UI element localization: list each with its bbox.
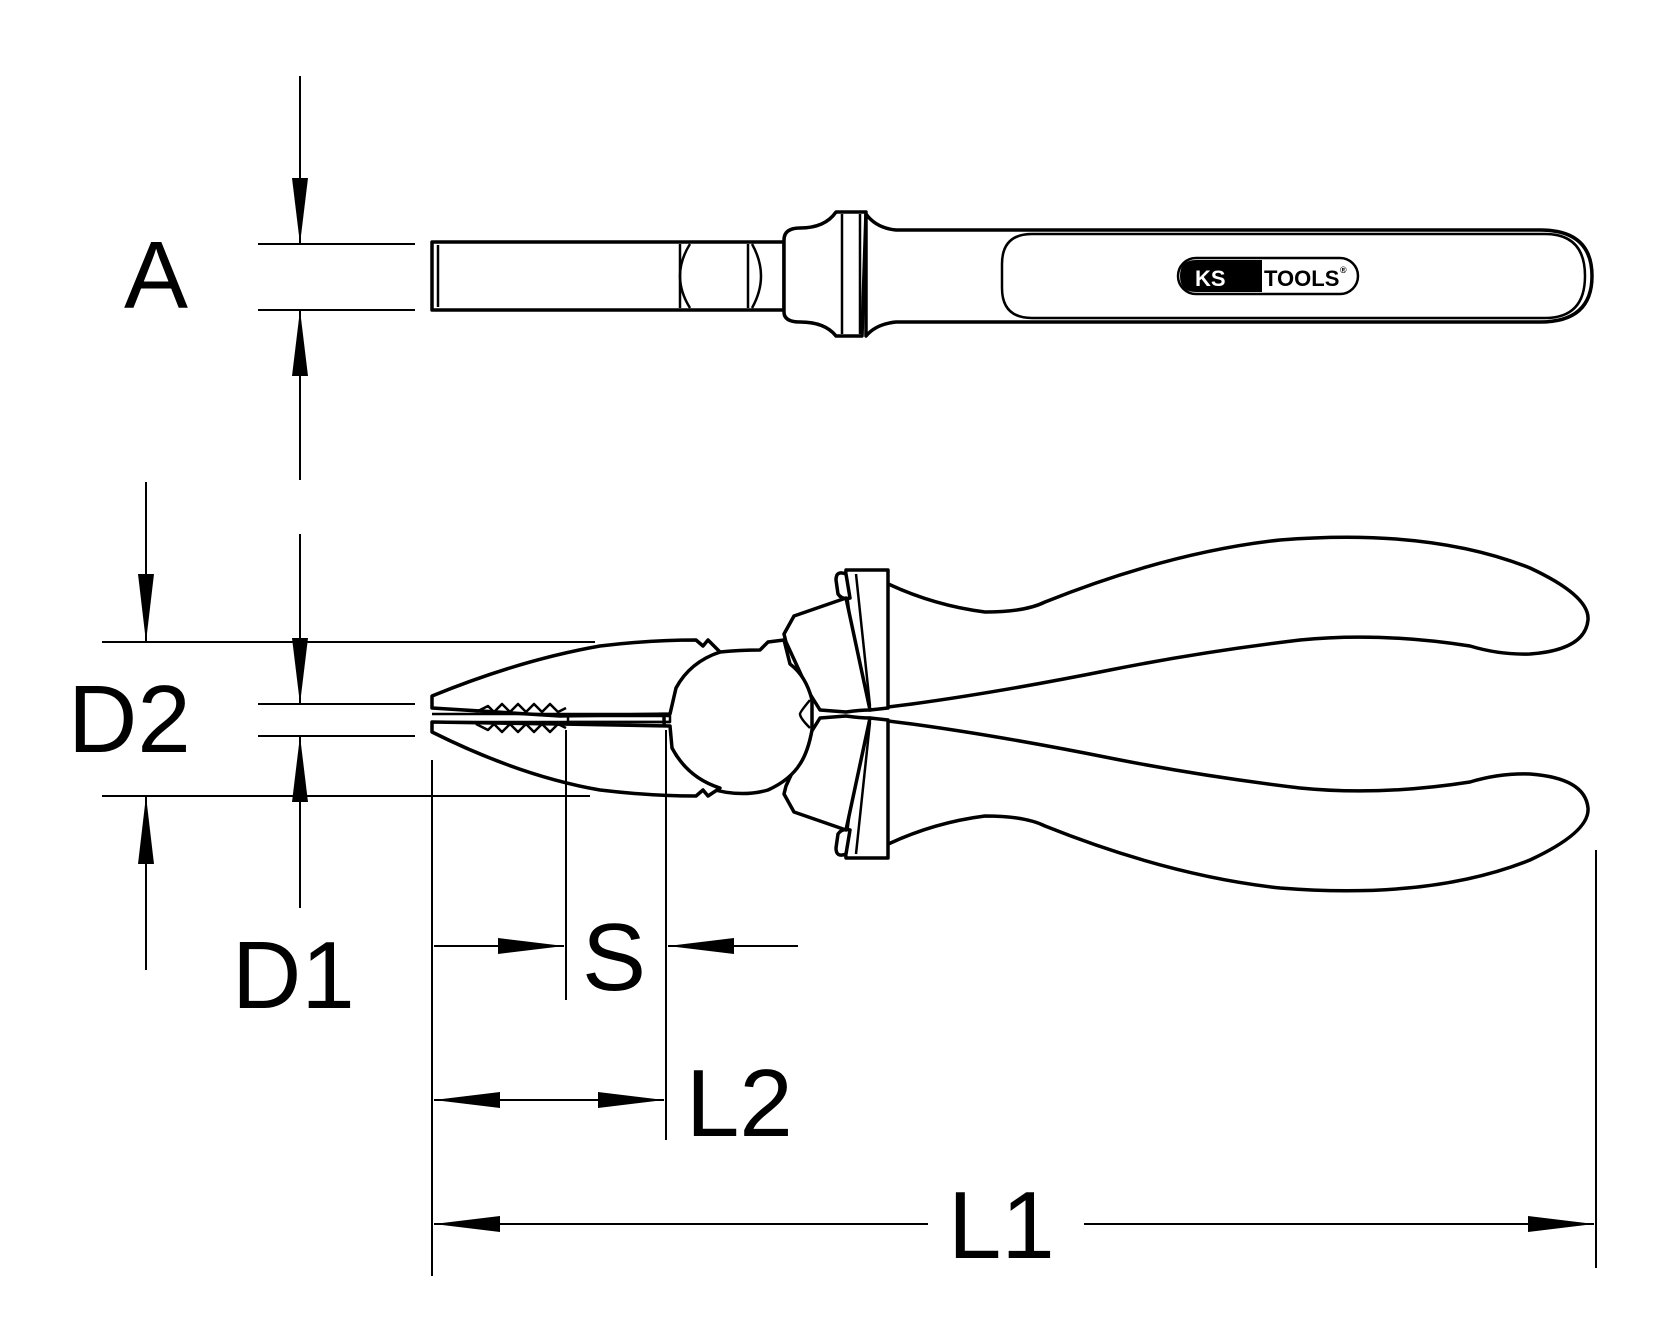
a-arrow-top xyxy=(292,178,308,244)
upper-handle xyxy=(878,535,1590,710)
l2-arrow-right xyxy=(598,1092,664,1108)
label-l1: L1 xyxy=(948,1172,1055,1279)
dimension-lines xyxy=(102,76,1597,1276)
l1-arrow-right xyxy=(1528,1216,1594,1232)
d2-arrow-bottom xyxy=(138,796,154,864)
l1-arrow-left xyxy=(434,1216,500,1232)
label-d1: D1 xyxy=(232,922,355,1029)
lower-handle xyxy=(878,718,1590,893)
logo-suffix: TOOLS xyxy=(1264,266,1339,291)
label-a: A xyxy=(124,222,188,329)
logo-prefix: KS xyxy=(1195,266,1226,291)
d1-arrow-bottom xyxy=(292,736,308,802)
label-l2: L2 xyxy=(686,1050,793,1157)
l2-arrow-left xyxy=(434,1092,500,1108)
pliers-top-view xyxy=(430,210,1594,338)
s-arrow-right xyxy=(668,938,734,954)
ks-tools-logo: KS TOOLS ® xyxy=(1176,256,1360,296)
label-s: S xyxy=(582,904,646,1011)
logo-registered-mark: ® xyxy=(1340,265,1347,275)
s-arrow-left xyxy=(498,938,564,954)
jaw-teeth-lower xyxy=(475,722,567,734)
cutter-edge xyxy=(566,714,672,724)
jaw-teeth-upper xyxy=(475,702,567,714)
upper-jaw xyxy=(430,638,722,718)
lower-jaw xyxy=(430,720,722,798)
d2-arrow-top xyxy=(138,574,154,642)
a-arrow-bottom xyxy=(292,310,308,376)
pliers-front-view xyxy=(430,535,1590,893)
label-d2: D2 xyxy=(68,666,191,773)
top-view-guard xyxy=(782,210,868,338)
top-view-jaw xyxy=(430,240,786,312)
d1-arrow-top xyxy=(292,638,308,704)
